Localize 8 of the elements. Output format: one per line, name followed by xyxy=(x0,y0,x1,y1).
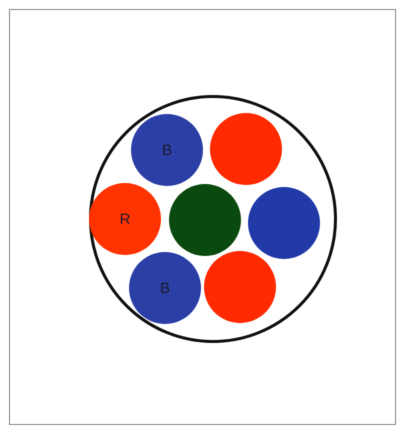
wire-circle xyxy=(129,252,201,324)
wire-letter: B xyxy=(160,280,170,296)
wire-circle xyxy=(210,113,282,185)
wire-letter: B xyxy=(162,142,172,158)
wire-circle xyxy=(204,251,276,323)
wire-circle xyxy=(89,183,161,255)
wire-circle xyxy=(131,114,203,186)
wire-letter: R xyxy=(120,210,130,228)
